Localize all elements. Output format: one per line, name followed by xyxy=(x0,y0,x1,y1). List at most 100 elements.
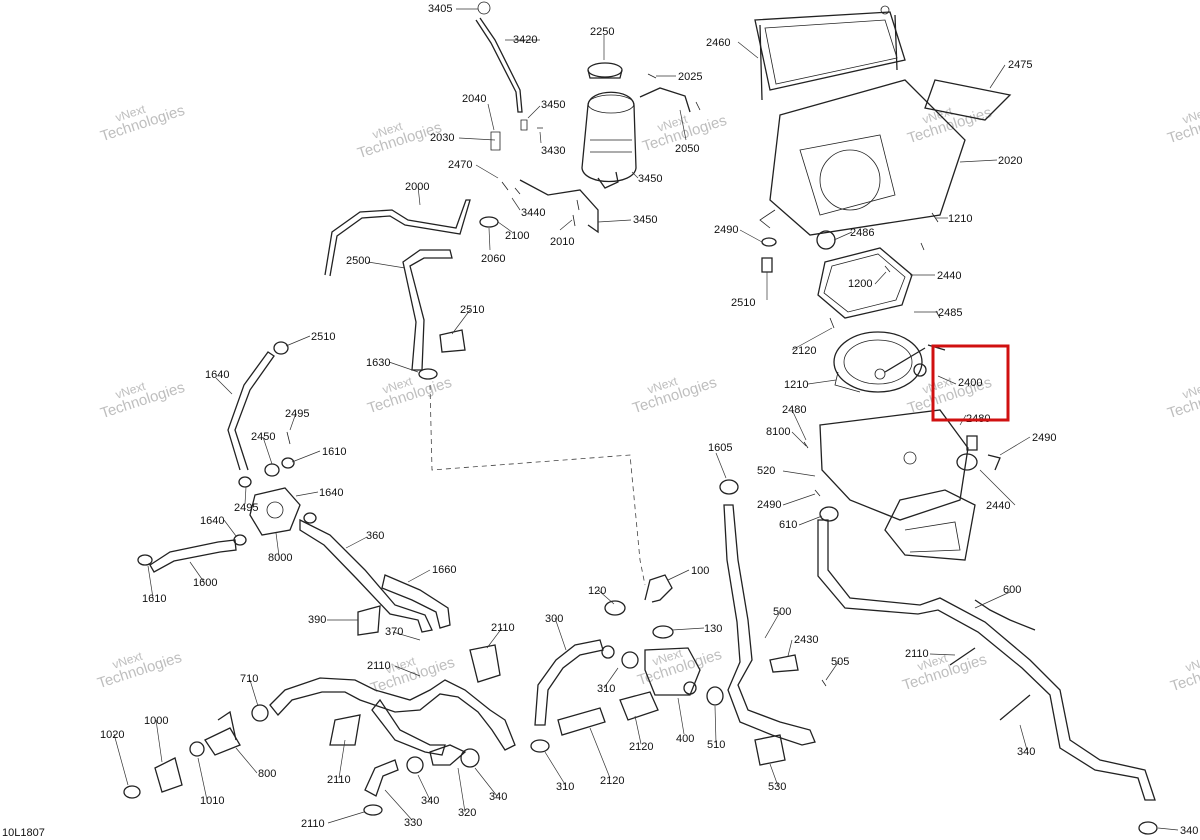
part-label-3450: 3450 xyxy=(541,99,565,111)
part-label-2020: 2020 xyxy=(998,155,1022,167)
part-label-3405: 3405 xyxy=(428,3,452,15)
part-label-340: 340 xyxy=(1180,825,1198,837)
fan-shroud-2470 xyxy=(759,79,966,236)
part-label-130: 130 xyxy=(704,623,722,635)
part-label-2500: 2500 xyxy=(346,255,370,267)
part-label-340: 340 xyxy=(489,791,507,803)
part-label-120: 120 xyxy=(588,585,606,597)
part-label-600: 600 xyxy=(1003,584,1021,596)
part-label-2050: 2050 xyxy=(675,143,699,155)
part-label-2480: 2480 xyxy=(782,404,806,416)
fan-housing-2480 xyxy=(819,409,976,561)
part-label-3450: 3450 xyxy=(633,214,657,226)
part-label-2110: 2110 xyxy=(491,622,515,634)
radiator-cap-2250 xyxy=(587,62,623,79)
diagram-id: 10L1807 xyxy=(2,827,45,839)
part-label-1610: 1610 xyxy=(322,446,346,458)
part-label-510: 510 xyxy=(707,739,725,751)
part-label-2495: 2495 xyxy=(234,502,258,514)
part-label-3430: 3430 xyxy=(541,145,565,157)
part-label-530: 530 xyxy=(768,781,786,793)
part-label-310: 310 xyxy=(556,781,574,793)
leader-lines xyxy=(113,8,1179,831)
strap-2020 xyxy=(639,87,691,113)
part-label-2250: 2250 xyxy=(590,26,614,38)
part-label-2010: 2010 xyxy=(550,236,574,248)
part-label-2510: 2510 xyxy=(731,297,755,309)
part-label-2430: 2430 xyxy=(794,634,818,646)
reference-line xyxy=(429,384,646,586)
part-label-1610: 1610 xyxy=(142,593,166,605)
part-label-2060: 2060 xyxy=(481,253,505,265)
pump-body xyxy=(249,487,301,536)
part-label-2110: 2110 xyxy=(905,648,929,660)
part-label-2475: 2475 xyxy=(1008,59,1032,71)
part-label-2100: 2100 xyxy=(505,230,529,242)
part-label-330: 330 xyxy=(404,817,422,829)
part-label-2025: 2025 xyxy=(678,71,702,83)
part-label-2510: 2510 xyxy=(460,304,484,316)
part-label-2490: 2490 xyxy=(757,499,781,511)
part-label-3450: 3450 xyxy=(638,173,662,185)
part-label-2490: 2490 xyxy=(714,224,738,236)
part-label-505: 505 xyxy=(831,656,849,668)
part-label-1600: 1600 xyxy=(193,577,217,589)
part-label-1640: 1640 xyxy=(200,515,224,527)
part-label-1210: 1210 xyxy=(784,379,808,391)
part-label-2120: 2120 xyxy=(792,345,816,357)
part-label-2030: 2030 xyxy=(430,132,454,144)
part-label-340: 340 xyxy=(1017,746,1035,758)
part-label-1000: 1000 xyxy=(144,715,168,727)
part-label-400: 400 xyxy=(676,733,694,745)
part-label-2120: 2120 xyxy=(629,741,653,753)
part-label-320: 320 xyxy=(458,807,476,819)
part-label-2510: 2510 xyxy=(311,331,335,343)
part-label-100: 100 xyxy=(691,565,709,577)
part-label-8000: 8000 xyxy=(268,552,292,564)
part-label-2120: 2120 xyxy=(600,775,624,787)
part-label-2440: 2440 xyxy=(986,500,1010,512)
part-label-1020: 1020 xyxy=(100,729,124,741)
part-label-2110: 2110 xyxy=(367,660,391,672)
part-label-1200: 1200 xyxy=(848,278,872,290)
part-label-2460: 2460 xyxy=(706,37,730,49)
part-label-520: 520 xyxy=(757,465,775,477)
part-label-8100: 8100 xyxy=(766,426,790,438)
part-label-360: 360 xyxy=(366,530,384,542)
gasket-2500 xyxy=(817,247,913,319)
part-label-1210: 1210 xyxy=(948,213,972,225)
part-label-710: 710 xyxy=(240,673,258,685)
expansion-tank-2000 xyxy=(581,91,637,189)
highlight-box xyxy=(931,344,1010,422)
part-label-1640: 1640 xyxy=(319,487,343,499)
clamps-and-hardware xyxy=(123,1,1158,835)
part-label-500: 500 xyxy=(773,606,791,618)
part-label-1605: 1605 xyxy=(708,442,732,454)
part-label-2110: 2110 xyxy=(327,774,351,786)
bracket-2010 xyxy=(519,179,599,234)
part-label-2470: 2470 xyxy=(448,159,472,171)
part-label-340: 340 xyxy=(421,795,439,807)
part-label-2495: 2495 xyxy=(285,408,309,420)
part-label-2486: 2486 xyxy=(850,227,874,239)
part-label-2400: 2400 xyxy=(958,377,982,389)
part-label-1640: 1640 xyxy=(205,369,229,381)
part-label-2000: 2000 xyxy=(405,181,429,193)
part-label-610: 610 xyxy=(779,519,797,531)
part-label-3440: 3440 xyxy=(521,207,545,219)
part-label-1660: 1660 xyxy=(432,564,456,576)
part-labels: 3405342022502460247520253450204020303430… xyxy=(100,3,1198,837)
part-label-2040: 2040 xyxy=(462,93,486,105)
part-label-370: 370 xyxy=(385,626,403,638)
